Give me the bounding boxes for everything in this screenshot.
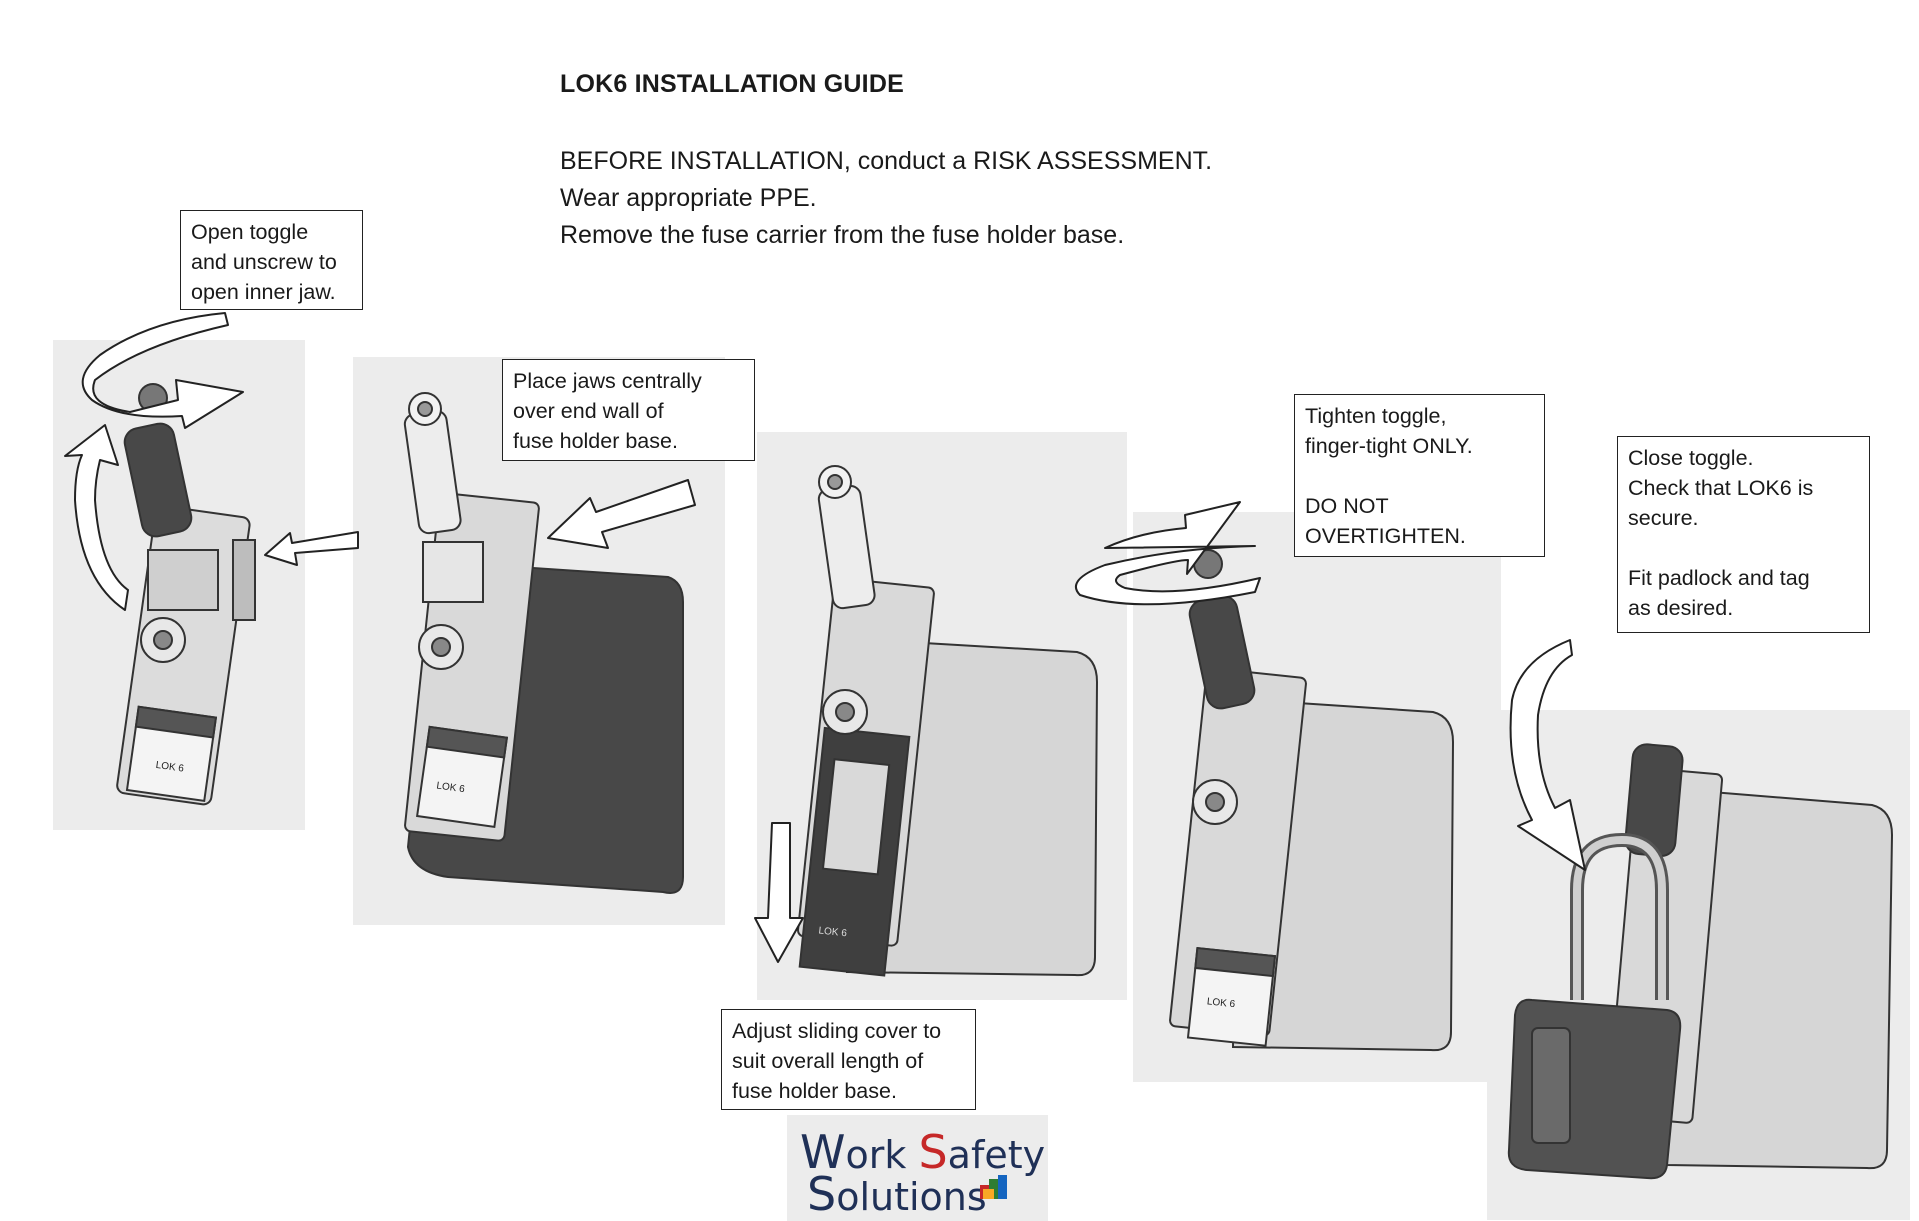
logo-line-1: Work Safety xyxy=(800,1125,1046,1179)
logo-line-2: Solutions xyxy=(807,1167,987,1221)
callout-line: DO NOT xyxy=(1305,494,1389,518)
logo-mark-icon xyxy=(980,1175,1007,1199)
step-3-illustration: LOK 6 xyxy=(757,432,1127,1000)
callout-line xyxy=(1628,533,1859,563)
lok6-label: LOK 6 xyxy=(155,760,185,775)
work-safety-solutions-logo: Work Safety Solutions xyxy=(787,1115,1048,1221)
lok6-label: LOK 6 xyxy=(436,780,466,795)
callout-line: Check that LOK6 is xyxy=(1628,476,1814,500)
step-5-illustration xyxy=(1487,710,1910,1220)
step-2-callout: Place jaws centrally over end wall of fu… xyxy=(502,359,755,461)
callout-line: open inner jaw. xyxy=(191,280,336,304)
intro-line: BEFORE INSTALLATION, conduct a RISK ASSE… xyxy=(560,147,1213,175)
callout-line: suit overall length of xyxy=(732,1049,924,1073)
callout-line: secure. xyxy=(1628,506,1699,530)
callout-line: Fit padlock and tag xyxy=(1628,566,1810,590)
step-1-illustration: LOK 6 xyxy=(53,340,305,830)
callout-line: and unscrew to xyxy=(191,250,337,274)
callout-line: fuse holder base. xyxy=(732,1079,897,1103)
intro-line: Wear appropriate PPE. xyxy=(560,184,817,212)
step-5-callout: Close toggle. Check that LOK6 is secure.… xyxy=(1617,436,1870,633)
callout-line: Adjust sliding cover to xyxy=(732,1019,942,1043)
guide-title: LOK6 INSTALLATION GUIDE xyxy=(560,70,904,98)
step-3-callout: Adjust sliding cover to suit overall len… xyxy=(721,1009,976,1110)
callout-line: Open toggle xyxy=(191,220,309,244)
step-1-callout: Open toggle and unscrew to open inner ja… xyxy=(180,210,363,310)
intro-text: BEFORE INSTALLATION, conduct a RISK ASSE… xyxy=(560,143,1212,254)
callout-line: over end wall of xyxy=(513,399,664,423)
callout-line: Close toggle. xyxy=(1628,446,1754,470)
lok6-label: LOK 6 xyxy=(818,925,848,939)
lok6-label: LOK 6 xyxy=(1206,996,1236,1010)
step-2-illustration: LOK 6 xyxy=(353,357,725,925)
callout-line: Tighten toggle, xyxy=(1305,404,1447,428)
callout-line: Place jaws centrally xyxy=(513,369,702,393)
callout-line xyxy=(1305,461,1534,491)
intro-line: Remove the fuse carrier from the fuse ho… xyxy=(560,221,1125,249)
step-4-illustration: LOK 6 xyxy=(1133,512,1501,1082)
callout-line: fuse holder base. xyxy=(513,429,678,453)
callout-line: OVERTIGHTEN. xyxy=(1305,524,1466,548)
step-4-callout: Tighten toggle, finger-tight ONLY. DO NO… xyxy=(1294,394,1545,557)
callout-line: as desired. xyxy=(1628,596,1734,620)
callout-line: finger-tight ONLY. xyxy=(1305,434,1473,458)
